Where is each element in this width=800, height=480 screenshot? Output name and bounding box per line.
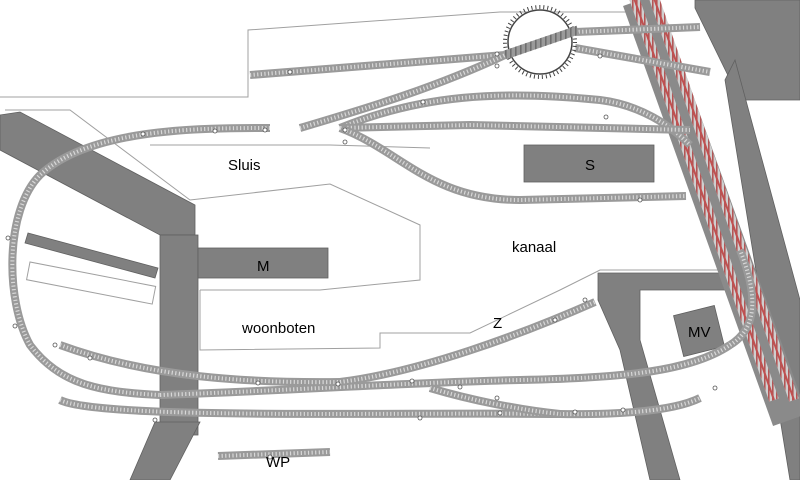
label-s: S <box>585 157 595 174</box>
track-joint-21 <box>582 297 588 303</box>
mainline-ballast <box>623 0 800 427</box>
label-woonboten: woonboten <box>241 320 315 337</box>
track-joints <box>5 51 718 460</box>
pillar-base <box>129 421 201 480</box>
track-joint-6 <box>494 51 500 57</box>
label-sluis: Sluis <box>228 157 261 174</box>
track-joint-29 <box>417 415 423 421</box>
jetty-outline <box>25 261 157 305</box>
track-segment-2 <box>58 341 341 387</box>
label-mv: MV <box>688 324 711 341</box>
track-joint-25 <box>620 407 626 413</box>
track-segment-3 <box>58 394 702 419</box>
track-joint-18 <box>409 378 415 384</box>
track-joint-3 <box>342 127 348 133</box>
track-segment-ties-3 <box>59 396 701 417</box>
track-joint-14 <box>52 342 58 348</box>
track-joint-15 <box>87 355 93 361</box>
track-segment-9 <box>338 91 693 148</box>
label-z: Z <box>493 315 502 332</box>
building-top-right <box>694 0 800 101</box>
track-joint-13 <box>12 323 18 329</box>
jetty-strip <box>24 232 159 279</box>
track-joint-11 <box>637 197 643 203</box>
track-joint-1 <box>212 128 218 134</box>
track-joint-2 <box>262 127 268 133</box>
track-joint-16 <box>255 380 261 386</box>
track-segment-ties-8 <box>299 53 506 130</box>
track-joint-17 <box>335 381 341 387</box>
track-segment-ties-13 <box>574 46 711 74</box>
track-segment-14 <box>727 248 757 349</box>
label-m: M <box>257 258 270 275</box>
track-joint-24 <box>572 409 578 415</box>
track-joint-26 <box>712 385 718 391</box>
track-joint-20 <box>552 317 558 323</box>
pillar-center <box>159 234 199 436</box>
track-segment-ties-6 <box>429 386 561 416</box>
track-segment-11 <box>338 124 687 205</box>
track-joint-22 <box>494 395 500 401</box>
track-segment-1 <box>159 341 733 399</box>
track-segment-ties-5 <box>217 450 331 458</box>
track-segment-ties-10 <box>339 122 691 132</box>
labels: Sluis kanaal woonboten Z M S MV WP <box>228 157 711 471</box>
track-segment-10 <box>339 120 691 134</box>
layout-tracks <box>8 23 757 460</box>
track-joint-9 <box>597 53 603 59</box>
label-wp: WP <box>266 454 290 471</box>
track-segment-12 <box>574 23 701 36</box>
canal-edge-outline <box>150 144 431 149</box>
track-joint-5 <box>420 99 426 105</box>
track-joint-0 <box>140 131 146 137</box>
building-mv <box>673 305 725 357</box>
track-joint-7 <box>494 63 500 69</box>
label-kanaal: kanaal <box>512 239 556 256</box>
track-joint-27 <box>152 417 158 423</box>
woonboten-area-outline <box>199 269 735 351</box>
building-m <box>197 247 329 279</box>
track-joint-8 <box>287 69 293 75</box>
track-segment-ties-0 <box>10 126 271 397</box>
track-segment-ties-7 <box>249 53 506 77</box>
track-joint-10 <box>603 114 609 120</box>
track-segment-4 <box>339 298 597 386</box>
track-joint-12 <box>5 235 11 241</box>
track-joint-4 <box>342 139 348 145</box>
turntable-teeth <box>503 5 577 79</box>
building-s <box>523 144 655 183</box>
turntable <box>503 5 580 79</box>
track-joint-23 <box>497 410 503 416</box>
turntable-bridge-ties <box>503 25 580 60</box>
track-joint-28 <box>267 454 273 460</box>
track-joint-19 <box>457 384 463 390</box>
sluis-area-outline <box>5 109 421 291</box>
track-segment-ties-4 <box>339 300 596 384</box>
track-segment-ties-2 <box>59 343 341 385</box>
